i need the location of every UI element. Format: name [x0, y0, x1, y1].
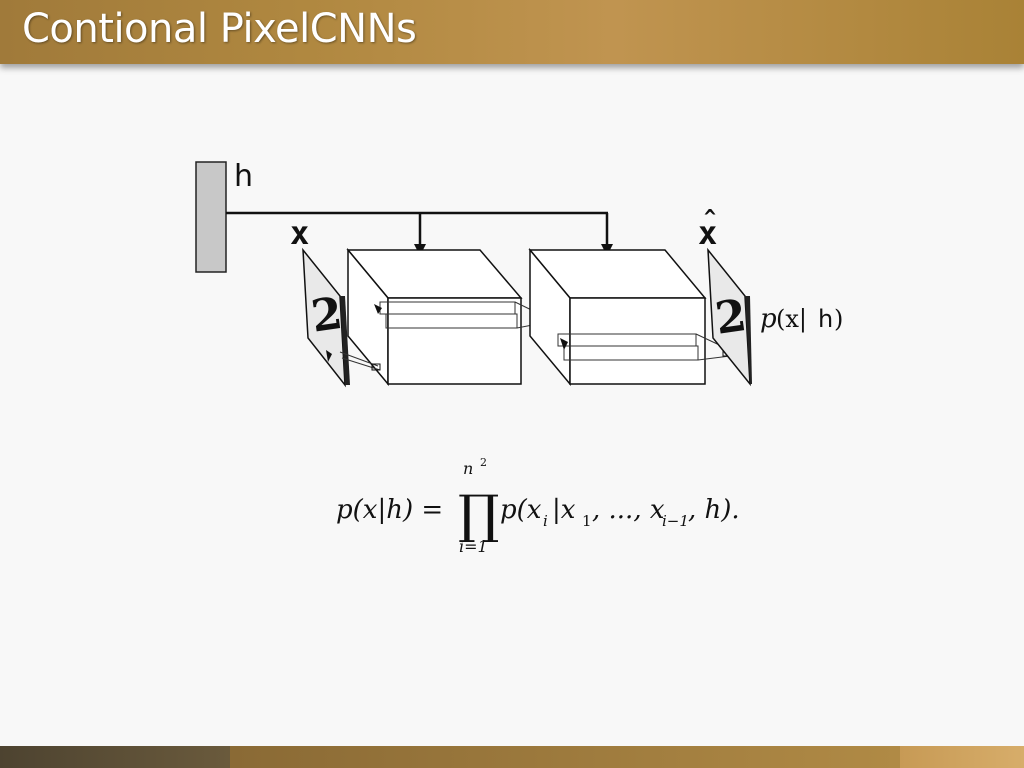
output-label-p: p	[760, 304, 777, 334]
x-input-label: x	[290, 214, 309, 252]
pixel-marker-2	[560, 338, 568, 350]
output-label-close: )	[834, 305, 843, 333]
slide-title: Contional PixelCNNs	[22, 6, 417, 52]
receptive-field-input	[371, 363, 381, 371]
output-label-h: h	[818, 305, 833, 333]
equation-rhs-d: , h).	[688, 495, 740, 525]
layer-cube-1	[346, 247, 523, 387]
equation-rhs-b: |x	[552, 495, 576, 525]
equation-rhs-sub-i: i	[543, 512, 548, 530]
equation-lhs: p(x|h) =	[336, 495, 443, 525]
footer-band-left	[0, 746, 230, 768]
input-image-plane: 2	[302, 247, 350, 388]
x-hat-label: x	[698, 214, 717, 252]
output-image-plane: 2	[707, 247, 752, 387]
output-distribution-label: p (x| h )	[760, 304, 843, 334]
feature-slab-2	[557, 333, 731, 361]
product-symbol: ∏	[458, 485, 499, 545]
product-upper-exponent: 2	[480, 456, 487, 469]
product-upper-limit: n	[463, 459, 473, 478]
pixel-marker-input	[326, 350, 332, 362]
output-label-open: (x|	[776, 305, 807, 334]
equation-rhs-a: p(x	[500, 495, 542, 525]
h-label: h	[234, 159, 253, 194]
equation-rhs-c: , ..., x	[592, 495, 665, 525]
input-digit-glyph: 2	[308, 288, 345, 343]
conditioning-lines	[226, 211, 609, 250]
x-hat-accent: ^	[704, 205, 716, 229]
equation-rhs-sub-1: 1	[582, 512, 592, 530]
equation-rhs-sub-im1: i−1	[662, 512, 689, 530]
h-vector-bar	[195, 161, 227, 273]
footer-band-right	[900, 746, 1024, 768]
pixel-marker-1	[374, 304, 382, 314]
likelihood-equation: p(x|h) = n 2 ∏ i=1 p(x i |x 1 , ..., x i…	[336, 456, 740, 556]
output-digit-glyph: 2	[712, 290, 749, 345]
layer-cube-2	[528, 247, 707, 387]
product-lower-limit: i=1	[459, 537, 488, 556]
title-bar: Contional PixelCNNs	[0, 0, 1024, 64]
footer-band-middle	[230, 746, 900, 768]
